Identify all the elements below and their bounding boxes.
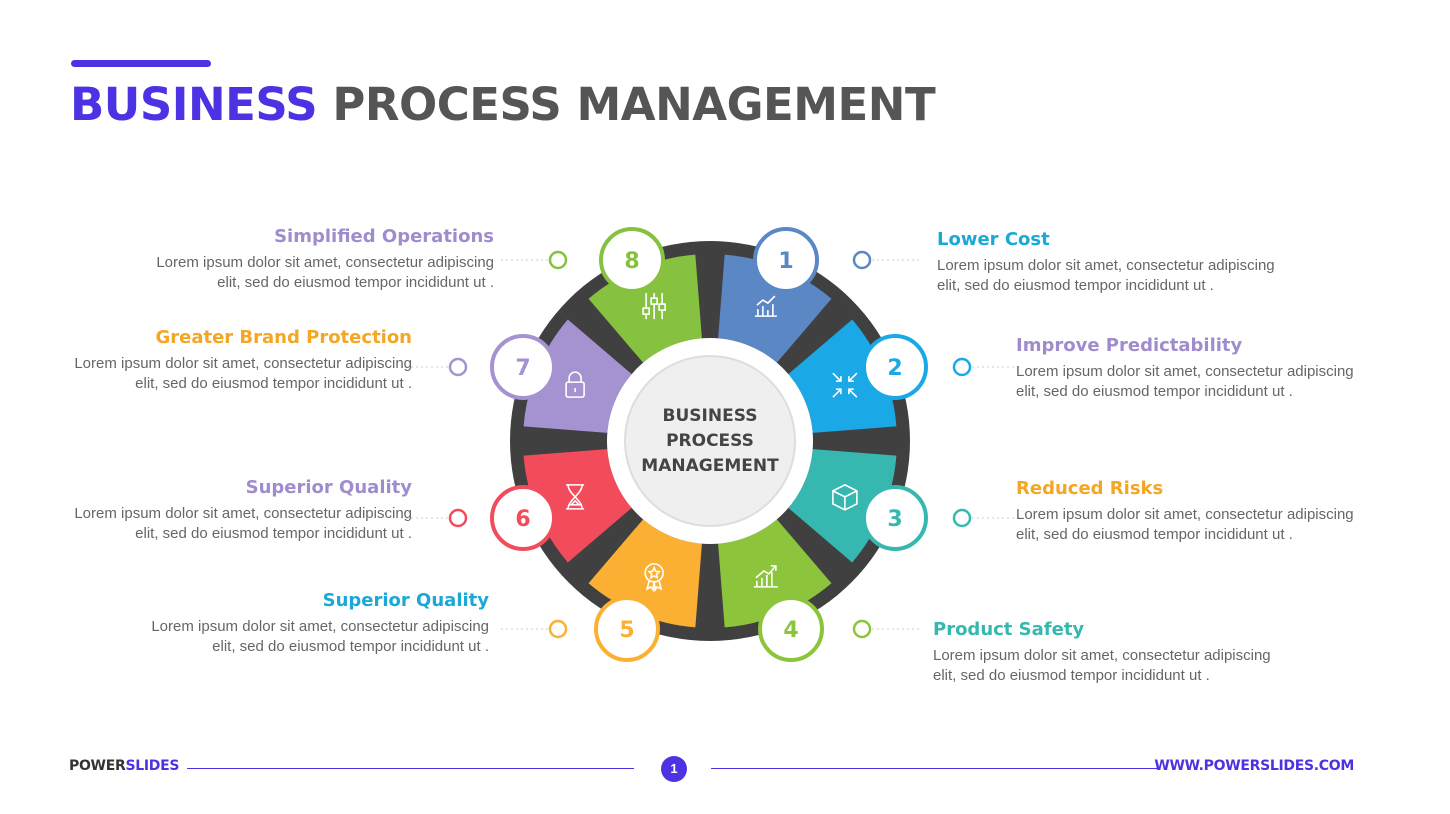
title-rest: PROCESS MANAGEMENT [332,78,936,131]
page-number: 1 [661,756,687,782]
step-3-description: Reduced Risks Lorem ipsum dolor sit amet… [1016,478,1376,545]
growth-chart-icon [753,565,778,588]
step-7-badge-group: 7 [398,334,556,400]
award-badge-icon [644,563,664,593]
step-1-description: Lower Cost Lorem ipsum dolor sit amet, c… [937,229,1297,296]
footer-brand: POWERSLIDES [69,758,179,774]
chart-icon [754,295,777,317]
step-8-title: Simplified Operations [274,226,494,247]
step-2-text: Lorem ipsum dolor sit amet, consectetur … [1016,363,1354,400]
footer-divider-left [187,768,634,769]
step-4-connector-dot [852,619,872,639]
step-6-title: Superior Quality [245,477,412,498]
step-6-badge-group: 6 [398,485,556,551]
step-4-description: Product Safety Lorem ipsum dolor sit ame… [933,619,1293,686]
step-2-badge [862,334,928,400]
step-1-number: 1 [778,249,793,274]
step-6-number: 6 [515,507,530,532]
step-2-number: 2 [887,356,902,381]
step-2-description: Improve Predictability Lorem ipsum dolor… [1016,335,1376,402]
step-8-connector-dot [548,250,568,270]
box-icon [832,483,858,511]
step-5-text: Lorem ipsum dolor sit amet, consectetur … [151,618,489,655]
step-4-text: Lorem ipsum dolor sit amet, consectetur … [933,647,1271,684]
step-7-connector-dot [448,357,468,377]
step-8-badge [599,227,665,293]
step-8-description: Simplified Operations Lorem ipsum dolor … [134,226,494,293]
step-1-badge-group: 1 [753,227,922,293]
hourglass-icon [566,484,585,510]
center-label-line-1: BUSINESS [663,406,758,426]
arrows-inward-icon [832,372,858,398]
footer-brand-power: POWER [69,758,126,774]
step-5-badge [594,596,660,662]
step-3-number: 3 [887,507,902,532]
step-7-segment-group [523,319,632,433]
step-1-text: Lorem ipsum dolor sit amet, consectetur … [937,257,1275,294]
step-4-badge-group: 4 [758,596,922,662]
step-7-segment [523,319,632,433]
step-8-badge-group: 8 [498,227,665,293]
step-7-description: Greater Brand Protection Lorem ipsum dol… [52,327,412,394]
center-label-line-2: PROCESS [666,431,754,451]
step-7-number: 7 [515,356,530,381]
step-2-badge-group: 2 [862,334,1022,400]
step-2-title: Improve Predictability [1016,335,1243,356]
step-1-badge [753,227,819,293]
step-3-badge-group: 3 [862,485,1022,551]
step-3-title: Reduced Risks [1016,478,1164,499]
step-3-connector-dot [952,508,972,528]
step-7-text: Lorem ipsum dolor sit amet, consectetur … [74,355,412,392]
step-7-title: Greater Brand Protection [155,327,412,348]
step-8-number: 8 [624,249,639,274]
step-5-connector-dot [548,619,568,639]
step-4-badge [758,596,824,662]
step-3-text: Lorem ipsum dolor sit amet, consectetur … [1016,506,1354,543]
step-2-connector-dot [952,357,972,377]
step-3-badge [862,485,928,551]
step-1-title: Lower Cost [937,229,1050,250]
step-8-text: Lorem ipsum dolor sit amet, consectetur … [156,254,494,291]
step-5-number: 5 [619,618,634,643]
footer-divider-right [711,768,1158,769]
page-title: BUSINESS PROCESS MANAGEMENT [70,78,936,131]
step-5-badge-group: 5 [498,596,660,662]
lock-icon [565,371,585,398]
step-5-description: Superior Quality Lorem ipsum dolor sit a… [129,590,489,657]
center-label-line-3: MANAGEMENT [641,456,779,476]
sliders-icon [642,293,666,320]
step-4-title: Product Safety [933,619,1085,640]
step-6-text: Lorem ipsum dolor sit amet, consectetur … [74,505,412,542]
footer-brand-slides: SLIDES [125,758,180,774]
step-1-connector-dot [852,250,872,270]
step-7-badge [490,334,556,400]
title-accent-bar [71,60,211,67]
footer-url[interactable]: WWW.POWERSLIDES.COM [1154,758,1354,774]
center-circle [624,355,796,527]
step-5-title: Superior Quality [322,590,489,611]
step-6-connector-dot [448,508,468,528]
step-6-badge [490,485,556,551]
title-highlight: BUSINESS [70,78,318,131]
step-4-number: 4 [783,618,798,643]
step-6-description: Superior Quality Lorem ipsum dolor sit a… [52,477,412,544]
